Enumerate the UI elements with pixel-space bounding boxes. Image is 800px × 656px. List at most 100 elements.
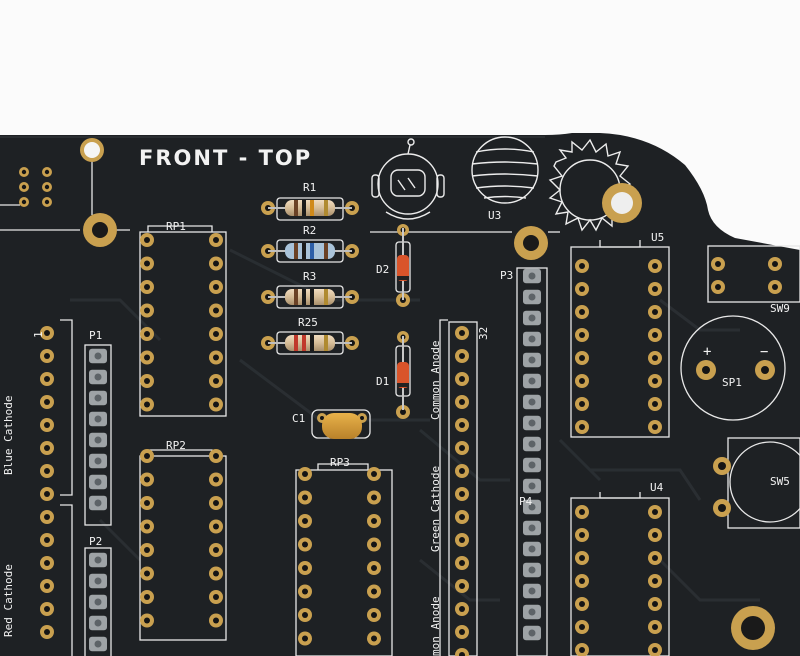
pad-header-p3: [523, 478, 541, 494]
pad-header-p2: [89, 552, 107, 568]
label-sw5: SW5: [770, 475, 790, 488]
through-hole-pads: [19, 167, 782, 656]
pad-common-anode: [455, 395, 469, 409]
pad-rp2: [209, 449, 223, 463]
pad-u5: [575, 282, 589, 296]
pad-header-p2: [89, 573, 107, 589]
pad-diode: [396, 405, 410, 419]
label-p3: P3: [500, 269, 514, 282]
pad-led: [40, 556, 54, 570]
pad-u5: [575, 328, 589, 342]
pad-rp1: [140, 350, 154, 365]
pad-header-p1: [89, 369, 107, 385]
pad-sw5: [713, 499, 731, 517]
pad-u5: [648, 305, 662, 319]
pad-rp3: [298, 631, 312, 646]
pad-rp1: [140, 374, 154, 388]
pad-common-anode: [455, 579, 469, 593]
pad-rp2: [209, 590, 223, 604]
pad-rp1: [209, 397, 223, 412]
pad-sw9: [711, 257, 725, 271]
pad-header-p1: [89, 348, 107, 364]
label-rp1: RP1: [166, 220, 186, 233]
pad-u5: [575, 259, 589, 273]
pad-u4: [575, 643, 589, 656]
pad-rp1: [140, 233, 154, 247]
pad-led: [40, 372, 54, 386]
pad-rp2: [140, 566, 154, 581]
pad-u4: [648, 551, 662, 565]
pad-led: [40, 510, 54, 524]
pad-small: [42, 167, 52, 177]
pad-led: [40, 533, 54, 547]
planet-art: [471, 136, 539, 204]
label-p4: P4: [519, 495, 533, 508]
pad-led: [40, 602, 54, 616]
pad-rp2: [140, 449, 154, 463]
pad-rp3: [367, 584, 381, 599]
pad-u5: [648, 328, 662, 342]
label-u5: U5: [651, 231, 665, 244]
pad-sw9: [768, 257, 782, 271]
pad-sw9: [768, 280, 782, 294]
pad-rp2: [209, 613, 223, 628]
label-sp1: SP1: [722, 376, 742, 389]
pad-common-anode: [455, 326, 469, 340]
pad-u5: [648, 282, 662, 296]
label-d2: D2: [376, 263, 390, 276]
pad-u5: [575, 420, 589, 434]
pad-rp3: [298, 608, 312, 622]
pad-header-p3: [523, 541, 541, 557]
pad-u4: [575, 620, 589, 634]
pad-u5: [575, 397, 589, 411]
pad-rp2: [140, 613, 154, 628]
pad-common-anode: [455, 625, 469, 639]
pad-small: [42, 182, 52, 192]
pad-sp1: [755, 360, 775, 380]
label-r25: R25: [298, 316, 318, 329]
pad-header-p1: [89, 411, 107, 427]
pad-rp2: [209, 519, 223, 534]
label-r1: R1: [303, 181, 317, 194]
pad-header-p3: [523, 457, 541, 473]
pad-common-anode: [455, 464, 469, 478]
pad-header-p3: [523, 394, 541, 410]
pad-common-anode: [455, 533, 469, 547]
pad-header-p3: [523, 604, 541, 620]
pad-rp1: [140, 256, 154, 271]
pad-led: [40, 464, 54, 478]
label-u4: U4: [650, 481, 664, 494]
pad-small: [19, 182, 29, 192]
pad-header-p3: [523, 625, 541, 641]
pad-common-anode: [455, 648, 469, 656]
pad-rp3: [367, 608, 381, 622]
label-sp1-plus: +: [703, 344, 712, 360]
pad-header-p2: [89, 594, 107, 610]
pad-header-p3: [523, 436, 541, 452]
pad-header-p3: [523, 352, 541, 368]
pad-u5: [575, 305, 589, 319]
pad-sp1: [696, 360, 716, 380]
pad-u5: [648, 374, 662, 388]
pad-u4: [648, 505, 662, 519]
pad-small: [19, 167, 29, 177]
pad-rp1: [209, 327, 223, 341]
label-c1: C1: [292, 412, 306, 425]
pad-u4: [648, 620, 662, 634]
pad-header-p3: [523, 268, 541, 284]
resistors: [268, 200, 352, 351]
label-u3: U3: [488, 209, 502, 222]
mounting-holes: [80, 138, 775, 650]
pad-header-p2: [89, 636, 107, 652]
pad-common-anode: [455, 441, 469, 455]
label-rp3: RP3: [330, 456, 350, 469]
label-p1: P1: [89, 329, 103, 342]
pad-rp2: [209, 566, 223, 581]
pad-rp2: [209, 496, 223, 510]
pad-header-p3: [523, 310, 541, 326]
pad-rp1: [209, 280, 223, 294]
label-common-anode: Common Anode: [429, 340, 442, 420]
pad-header-p2: [89, 615, 107, 631]
